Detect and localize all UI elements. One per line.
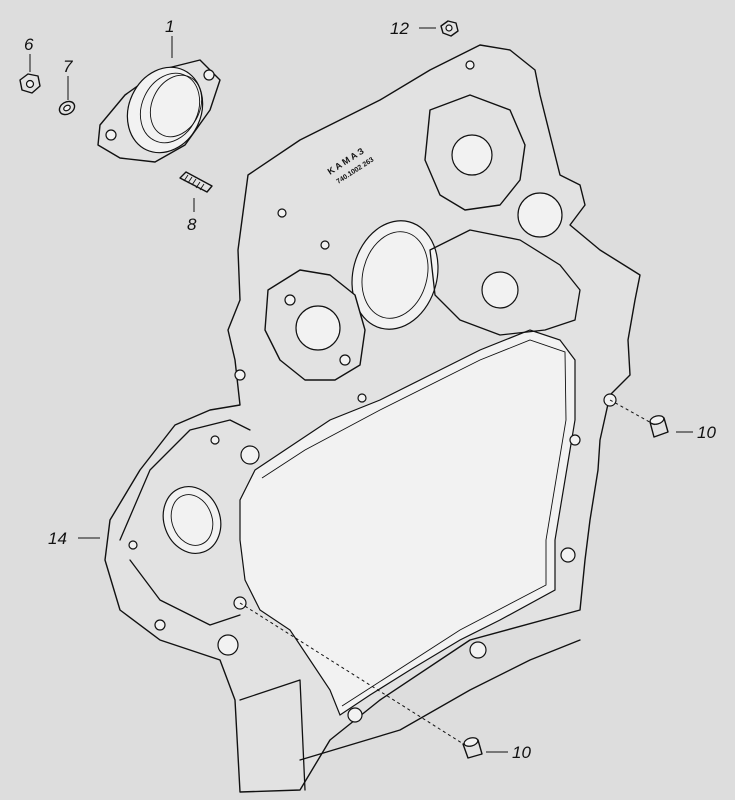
washer-part-7 [58, 100, 76, 116]
callout-10-upper: 10 [697, 423, 716, 442]
flange-cover-part-1 [97, 59, 221, 163]
callout-1: 1 [165, 17, 174, 36]
callout-7: 7 [63, 57, 73, 76]
callout-14: 14 [48, 529, 67, 548]
nut-part-6 [19, 73, 41, 94]
dowel-pin-part-10-upper [649, 415, 669, 438]
callout-labels: 1 6 7 8 12 10 10 14 [24, 17, 716, 762]
stud-part-8 [179, 171, 213, 193]
leader-lines [29, 27, 693, 753]
dowel-pin-part-10-lower [462, 737, 483, 759]
callout-12: 12 [390, 19, 409, 38]
callout-8: 8 [187, 215, 197, 234]
callout-10-lower: 10 [512, 743, 531, 762]
callout-6: 6 [24, 35, 34, 54]
nut-part-12 [440, 20, 459, 37]
timing-gear-housing: K A M A З 740.1002 263 [104, 44, 641, 793]
